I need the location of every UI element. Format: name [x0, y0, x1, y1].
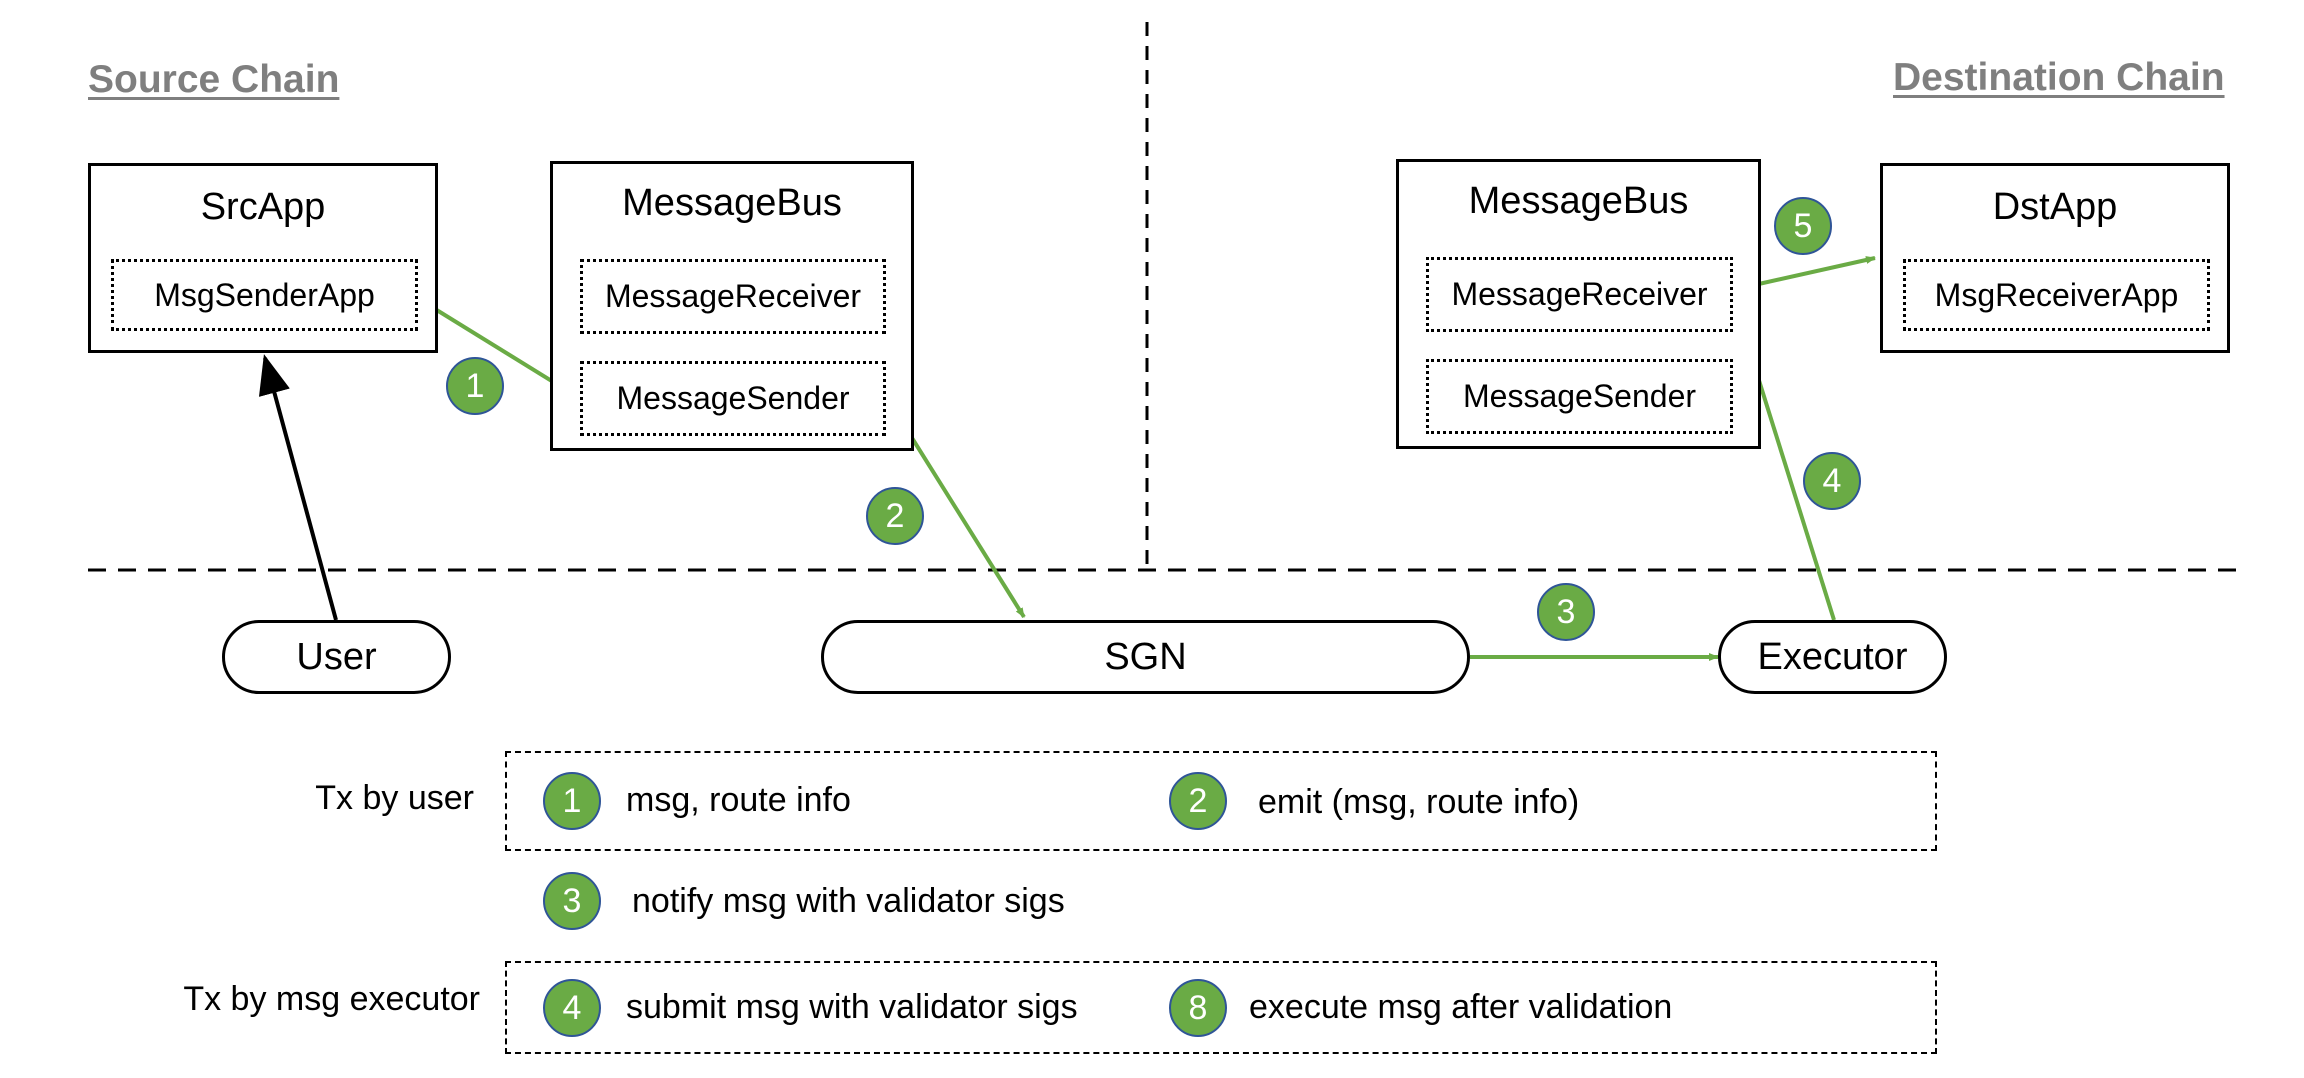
- source-chain-label: Source Chain: [88, 58, 340, 101]
- legend-text-3: notify msg with validator sigs: [632, 882, 1065, 920]
- step-1-badge: 1: [446, 357, 504, 415]
- dest-message-bus-box: MessageBus MessageReceiver MessageSender: [1396, 159, 1761, 449]
- user-to-srcapp-arrow: [258, 354, 338, 621]
- source-message-bus-title: MessageBus: [622, 182, 842, 224]
- step-2-badge: 2: [866, 487, 924, 545]
- legend-text-4: submit msg with validator sigs: [626, 988, 1078, 1026]
- msg-receiver-app: MsgReceiverApp: [1903, 259, 2210, 331]
- legend-text-2: emit (msg, route info): [1258, 783, 1580, 821]
- legend-badge-3: 3: [543, 872, 601, 930]
- msg-sender-app: MsgSenderApp: [111, 259, 418, 331]
- src-app-title: SrcApp: [200, 186, 326, 228]
- destination-chain-label: Destination Chain: [1893, 56, 2225, 99]
- dest-message-bus-title: MessageBus: [1468, 180, 1689, 222]
- legend-executor-label: Tx by msg executor: [183, 980, 480, 1018]
- legend-badge-8: 8: [1169, 979, 1227, 1037]
- step-5-badge: 5: [1774, 197, 1832, 255]
- dest-message-sender: MessageSender: [1426, 359, 1733, 434]
- legend-badge-4: 4: [543, 979, 601, 1037]
- legend-user-box: [505, 751, 1937, 851]
- legend-text-1: msg, route info: [626, 781, 851, 819]
- source-message-sender: MessageSender: [580, 361, 886, 436]
- src-app-box: SrcApp MsgSenderApp: [88, 163, 438, 353]
- step-4-badge: 4: [1803, 452, 1861, 510]
- source-message-bus-box: MessageBus MessageReceiver MessageSender: [550, 161, 914, 451]
- legend-badge-1: 1: [543, 772, 601, 830]
- step-1-arrow: [412, 294, 578, 398]
- legend-text-8: execute msg after validation: [1249, 988, 1673, 1026]
- source-message-receiver: MessageReceiver: [580, 259, 886, 334]
- legend-badge-2: 2: [1169, 772, 1227, 830]
- sgn-node: SGN: [821, 620, 1470, 694]
- dst-app-box: DstApp MsgReceiverApp: [1880, 163, 2230, 353]
- dst-app-title: DstApp: [1992, 186, 2118, 228]
- dest-message-receiver: MessageReceiver: [1426, 257, 1733, 332]
- step-3-badge: 3: [1537, 583, 1595, 641]
- legend-executor-box: [505, 961, 1937, 1054]
- executor-node: Executor: [1718, 620, 1947, 694]
- legend-user-label: Tx by user: [315, 779, 474, 817]
- user-node: User: [222, 620, 451, 694]
